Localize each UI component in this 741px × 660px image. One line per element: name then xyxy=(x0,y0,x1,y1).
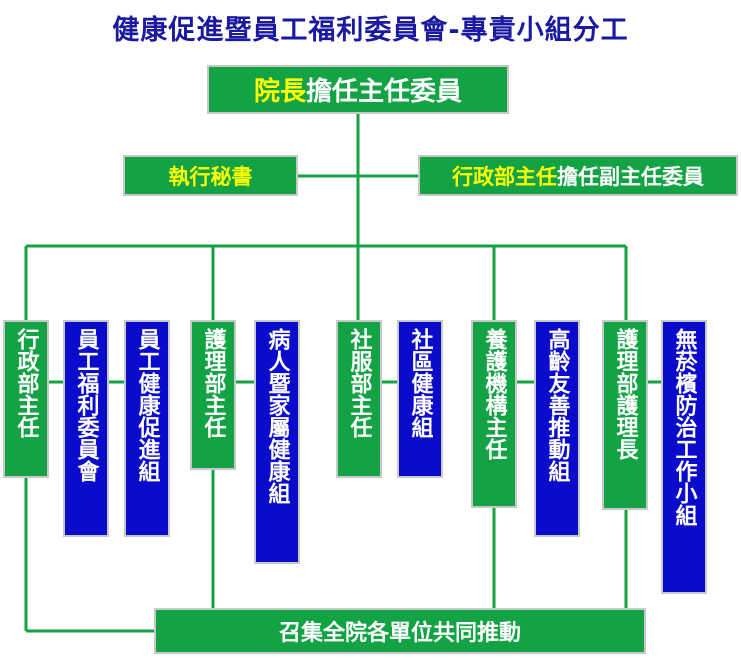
nursing-head-label: 護理部主任 xyxy=(200,328,226,438)
vice-highlight: 行政部主任 xyxy=(452,164,557,189)
employee-health-box: 員工健康促進組 xyxy=(124,320,170,537)
bottom-label: 召集全院各單位共同推動 xyxy=(278,621,521,646)
nursing-head-box: 護理部主任 xyxy=(190,320,236,470)
secretary-label: 執行秘書 xyxy=(168,164,253,189)
welfare-committee-label: 員工福利委員會 xyxy=(73,328,99,482)
social-head-label: 社服部主任 xyxy=(346,328,372,438)
nursing-chief-label: 護理部護理長 xyxy=(612,328,638,460)
care-head-label: 養護機構主任 xyxy=(481,328,507,460)
vice-rest: 擔任副主任委員 xyxy=(557,164,704,189)
admin-head-box: 行政部主任 xyxy=(3,320,49,478)
chair-highlight: 院長 xyxy=(253,77,306,107)
elder-friendly-label: 高齡友善推動組 xyxy=(544,328,570,482)
vice-chair-box: 行政部主任擔任副主任委員 xyxy=(418,155,738,196)
bottom-bar: 召集全院各單位共同推動 xyxy=(154,608,646,654)
care-head-box: 養護機構主任 xyxy=(471,320,517,508)
patient-family-box: 病人暨家屬健康組 xyxy=(254,320,300,564)
secretary-box: 執行秘書 xyxy=(123,155,298,196)
nursing-chief-box: 護理部護理長 xyxy=(602,320,648,510)
chair-rest: 擔任主任委員 xyxy=(306,77,463,107)
community-health-box: 社區健康組 xyxy=(397,320,443,478)
no-smoking-box: 無菸檳防治工作小組 xyxy=(661,320,707,594)
employee-health-label: 員工健康促進組 xyxy=(134,328,160,482)
social-head-box: 社服部主任 xyxy=(336,320,382,478)
chair-box: 院長擔任主任委員 xyxy=(207,65,509,114)
community-health-label: 社區健康組 xyxy=(407,328,433,438)
no-smoking-label: 無菸檳防治工作小組 xyxy=(671,328,697,526)
patient-family-label: 病人暨家屬健康組 xyxy=(264,328,290,504)
welfare-committee-box: 員工福利委員會 xyxy=(63,320,109,537)
elder-friendly-box: 高齡友善推動組 xyxy=(534,320,580,537)
admin-head-label: 行政部主任 xyxy=(13,328,39,438)
page-title: 健康促進暨員工福利委員會-專責小組分工 xyxy=(112,15,629,46)
